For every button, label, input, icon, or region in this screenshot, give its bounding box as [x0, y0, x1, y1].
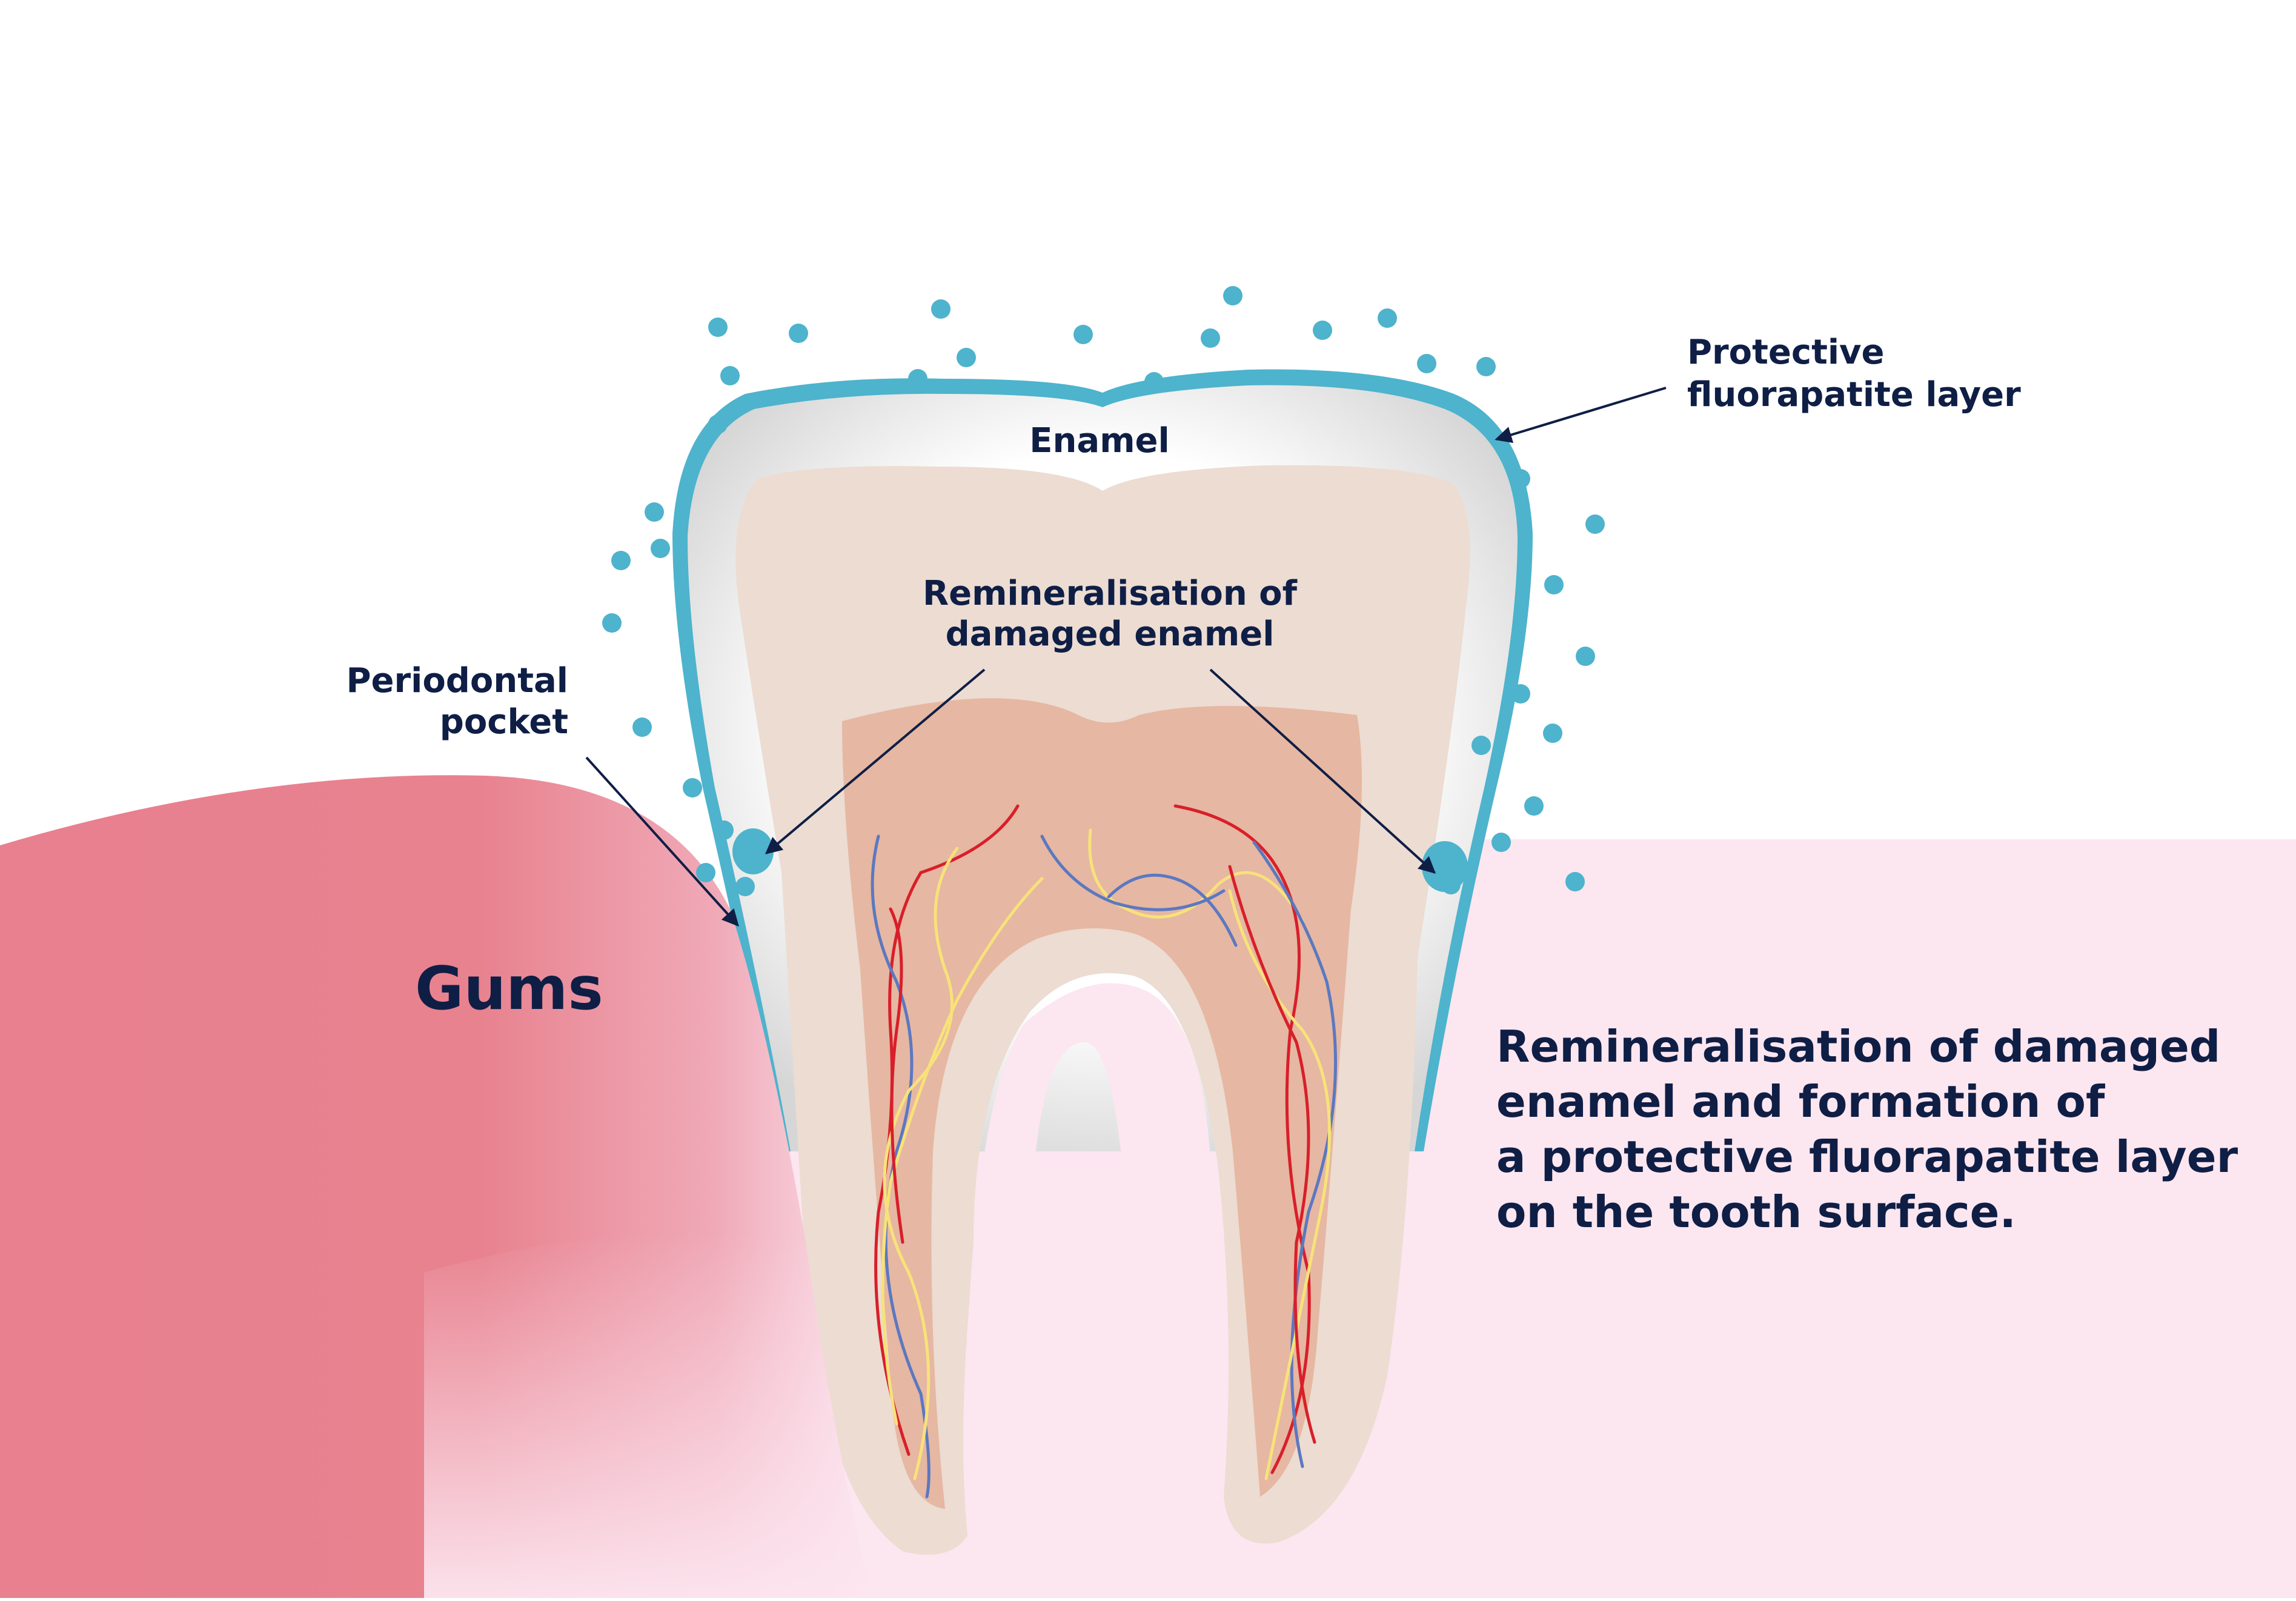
fluoride-dot: [602, 613, 622, 633]
fluoride-dot: [714, 820, 734, 840]
label-enamel: Enamel: [1029, 421, 1169, 461]
label-remin-line2: damaged enamel: [946, 614, 1275, 654]
arrow-periodontal-pocket: [585, 756, 739, 927]
description-line3: a protective fluorapatite layer: [1496, 1131, 2238, 1182]
label-protective-line2: fluorapatite layer: [1687, 375, 2021, 414]
label-protective-line1: Protective: [1687, 333, 1885, 372]
fluoride-dot: [1441, 875, 1461, 894]
arrow-remin-right: [1209, 668, 1436, 874]
fluoride-dot: [1476, 357, 1496, 376]
description-line2: enamel and formation of: [1496, 1076, 2105, 1127]
description-line4: on the tooth surface.: [1496, 1187, 2016, 1237]
fluoride-dot: [931, 299, 951, 319]
arrow-protective-layer: [1495, 387, 1667, 444]
fluoride-dot: [1073, 325, 1093, 344]
fluoride-dot: [1378, 308, 1397, 328]
fluoride-dot: [1544, 575, 1564, 594]
label-gums: Gums: [415, 954, 603, 1024]
gum-left-fade: [424, 1232, 872, 1598]
fluoride-dot: [1511, 469, 1530, 488]
fluoride-dot: [735, 877, 755, 896]
root-gap: [963, 983, 1220, 1551]
fluoride-dot: [611, 551, 631, 570]
fluoride-dot: [696, 863, 715, 882]
fluoride-dot: [1201, 328, 1220, 348]
fluoride-dot: [645, 502, 664, 522]
fluoride-dot: [632, 717, 652, 737]
fluoride-dot: [1511, 684, 1530, 704]
fluoride-dot: [720, 366, 740, 385]
fluoride-dot: [1417, 354, 1436, 373]
fluoride-dot: [908, 369, 927, 388]
fluoride-dot: [651, 539, 670, 558]
fluoride-dot: [1471, 736, 1491, 755]
fluoride-dot: [1491, 833, 1511, 852]
description-line1: Remineralisation of damaged: [1496, 1021, 2220, 1072]
label-periodontal-line2: pocket: [440, 702, 568, 742]
fluoride-dot: [683, 778, 702, 797]
fluoride-dot: [789, 324, 808, 343]
fluoride-dot: [1223, 286, 1243, 305]
arrow-remin-left: [765, 668, 986, 854]
fluoride-dot: [1565, 872, 1585, 891]
fluoride-dot: [1313, 321, 1332, 340]
remin-spot-left: [732, 828, 774, 874]
fluoride-dot: [1585, 514, 1605, 534]
fluoride-dot: [1144, 372, 1164, 391]
fluoride-dot: [708, 318, 728, 337]
fluoride-dot: [1543, 724, 1562, 743]
label-periodontal-line1: Periodontal: [347, 661, 569, 701]
fluoride-dots: [602, 286, 1605, 896]
fluoride-dot: [1576, 647, 1595, 666]
label-remin-line1: Remineralisation of: [923, 574, 1298, 613]
gum-right: [1393, 839, 2296, 1598]
fluoride-dot: [708, 414, 728, 434]
nerves-vessels: [871, 804, 1338, 1499]
fluoride-dot: [957, 348, 976, 367]
fluoride-dot: [1524, 796, 1544, 816]
